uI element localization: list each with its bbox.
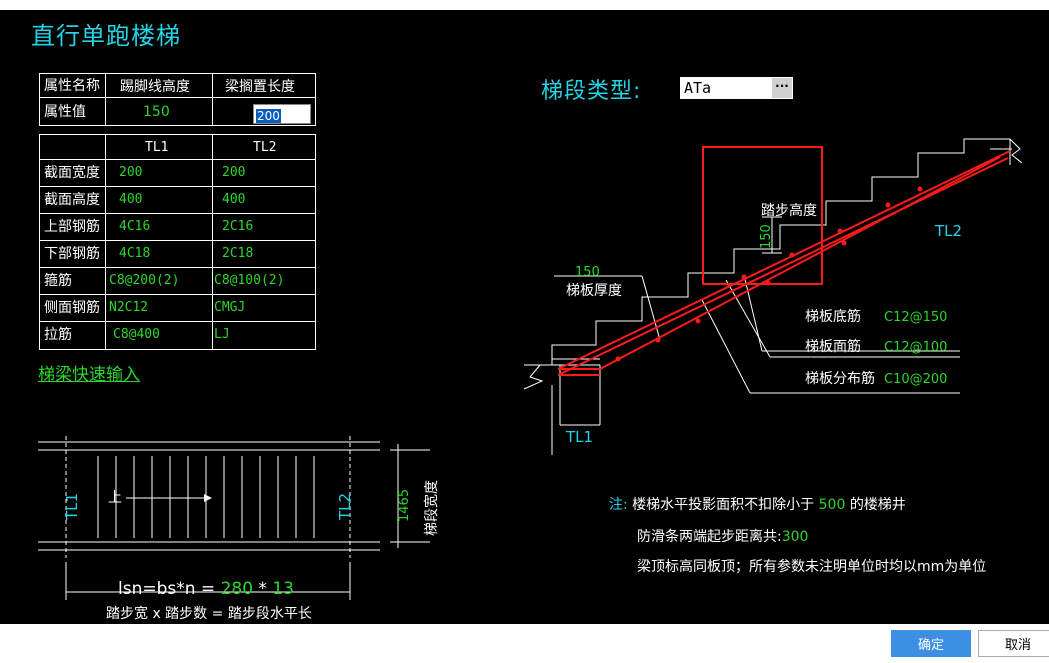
beam-tl2-tie-bar[interactable]: LJ (214, 327, 230, 342)
beam-tl1-side-bar[interactable]: N2C12 (109, 300, 149, 315)
beam-tl2-section-height[interactable]: 400 (222, 192, 246, 207)
beam-tl1-stirrup[interactable]: C8@200(2) (109, 273, 180, 288)
beam-tl2-stirrup[interactable]: C8@100(2) (214, 273, 285, 288)
plan-tl2-label: TL2 (336, 493, 354, 521)
dist-bar-label: 梯板分布筋 (805, 370, 875, 387)
beam-length-field[interactable]: 200 (253, 104, 311, 124)
beam-tl2-section-width[interactable]: 200 (222, 165, 246, 180)
beam-row-label: 截面宽度 (44, 165, 100, 181)
beam-row-label: 侧面钢筋 (44, 300, 100, 316)
beam-row-label: 箍筋 (44, 273, 72, 289)
beam-tl1-section-width[interactable]: 200 (119, 165, 143, 180)
header-property-name: 属性名称 (44, 78, 100, 94)
page-title: 直行单跑楼梯 (31, 22, 181, 50)
beam-tl2-bottom-bar[interactable]: 2C18 (222, 246, 254, 261)
note-line-1: 注: 楼梯水平投影面积不扣除小于 500 的楼梯井 (609, 497, 906, 513)
bottom-bar-label: 梯板底筋 (805, 308, 861, 325)
section-tl1-label: TL1 (565, 428, 593, 446)
beam-tl2-side-bar[interactable]: CMGJ (214, 300, 246, 315)
note-line-3: 梁顶标高同板顶；所有参数未注明单位时均以mm为单位 (637, 559, 987, 575)
step-height-label: 踏步高度 (761, 202, 817, 219)
plan-formula: lsn=bs*n = 280 * 13 (118, 579, 294, 599)
thickness-value: 150 (575, 265, 600, 280)
cancel-button[interactable]: 取消 (978, 630, 1049, 657)
plan-tl1-label: TL1 (63, 493, 81, 521)
beam-col-tl1: TL1 (145, 140, 169, 155)
section-tl2-label: TL2 (934, 222, 962, 240)
bottom-bar-value: C12@150 (884, 310, 947, 325)
beam-row-label: 上部钢筋 (44, 219, 100, 235)
beam-row-label: 截面高度 (44, 192, 100, 208)
thickness-label: 梯板厚度 (566, 283, 622, 299)
beam-row-label: 下部钢筋 (44, 246, 100, 262)
kick-height-field[interactable]: 150 (143, 104, 170, 120)
note-line-2: 防滑条两端起步距离共:300 (637, 529, 809, 545)
header-beam-length: 梁搁置长度 (225, 79, 295, 95)
plan-width-label: 梯段宽度 (423, 480, 440, 536)
dist-bar-value: C10@200 (884, 372, 947, 387)
ellipsis-button[interactable]: ··· (772, 78, 792, 98)
beam-tl2-top-bar[interactable]: 2C16 (222, 219, 254, 234)
drawing-canvas: 直行单跑楼梯 属性名称 踢脚线高度 梁搁置长度 属性值 150 200 TL1 … (0, 10, 1049, 624)
beam-col-tl2: TL2 (253, 140, 277, 155)
beam-tl1-section-height[interactable]: 400 (119, 192, 143, 207)
step-height-value: 150 (759, 224, 774, 249)
quick-input-link[interactable]: 梯梁快速输入 (38, 365, 140, 385)
top-bar-value: C12@100 (884, 340, 947, 355)
beam-row-label: 拉筋 (44, 327, 72, 343)
stair-type-select[interactable]: ATa ··· (680, 77, 793, 99)
header-kick-height: 踢脚线高度 (120, 79, 190, 95)
stair-type-label: 梯段类型: (541, 79, 642, 104)
ok-button[interactable]: 确定 (891, 630, 971, 657)
beam-tl1-bottom-bar[interactable]: 4C18 (119, 246, 151, 261)
plan-up-label: 上 (108, 490, 122, 506)
stair-section-diagram: 踏步高度 150 150 梯板厚度 梯板底筋 C12@150 梯板面筋 C12@… (523, 138, 1023, 455)
stair-type-value: ATa (684, 79, 712, 97)
beam-tl1-tie-bar[interactable]: C8@400 (113, 327, 160, 342)
plan-formula-desc: 踏步宽 x 踏步数 = 踏步段水平长 (106, 605, 312, 620)
stair-plan-diagram: 上 TL1 TL2 1465 梯段宽度 lsn=bs*n = 280 * 13 … (38, 436, 440, 620)
plan-width-value: 1465 (397, 489, 412, 522)
top-bar-label: 梯板面筋 (805, 338, 861, 355)
beam-tl1-top-bar[interactable]: 4C16 (119, 219, 151, 234)
row-property-value: 属性值 (44, 104, 86, 120)
